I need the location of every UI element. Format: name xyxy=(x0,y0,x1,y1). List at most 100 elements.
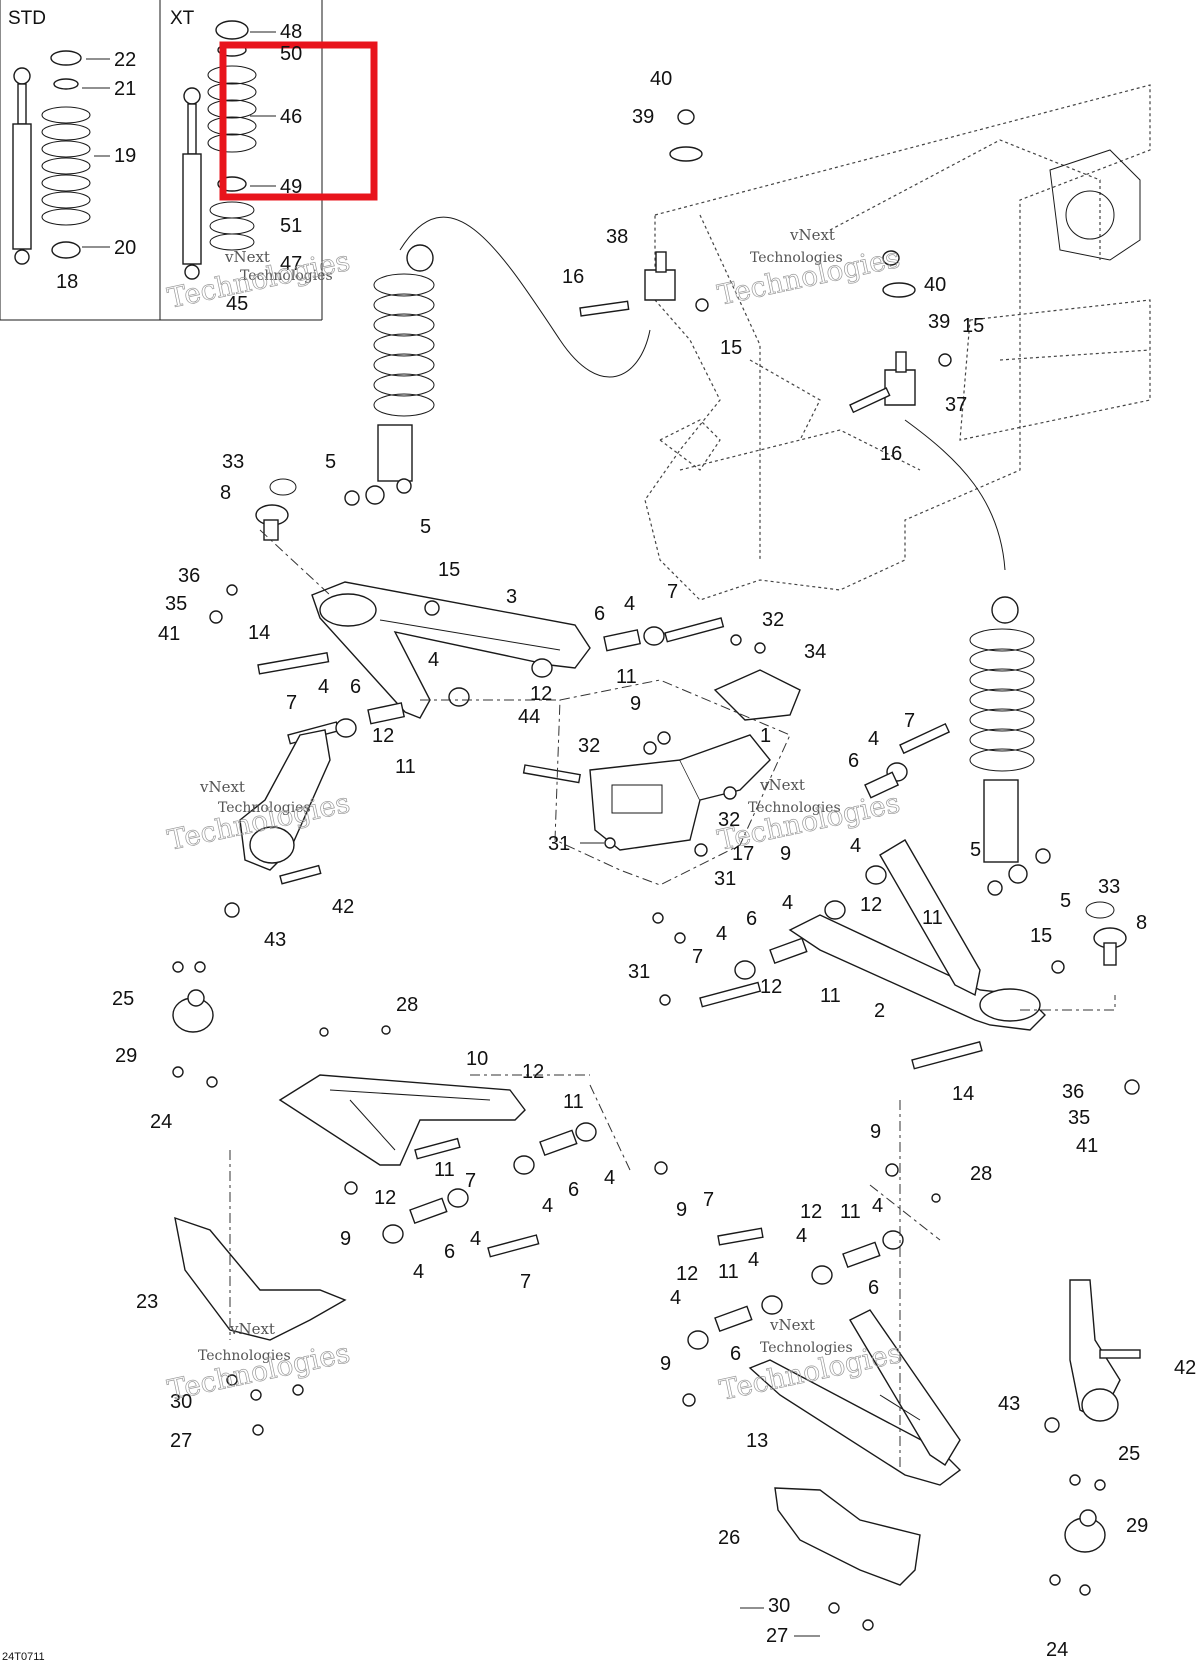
callout-11-b: 11 xyxy=(395,756,416,778)
callout-40-top: 40 xyxy=(650,68,672,90)
right-shock-absorber xyxy=(969,596,1035,884)
bushing-5-right-a xyxy=(987,880,1003,896)
svg-text:vNext: vNext xyxy=(769,1316,815,1334)
callout-24-left: 24 xyxy=(150,1111,172,1133)
callout-33-left: 33 xyxy=(222,451,244,473)
bushing-5-right-b xyxy=(1035,848,1051,864)
callout-16-right: 16 xyxy=(880,443,902,465)
callout-9-b: 9 xyxy=(780,843,791,865)
washer-39-top xyxy=(669,146,703,162)
guide-lines xyxy=(229,529,1116,1470)
callout-29-right: 29 xyxy=(1126,1515,1148,1537)
callout-12-b: 12 xyxy=(372,725,394,747)
svg-text:Technologies: Technologies xyxy=(198,1348,291,1364)
xt-spring xyxy=(207,20,257,251)
callout-37: 37 xyxy=(945,394,967,416)
callout-28-right: 28 xyxy=(970,1163,992,1185)
callout-labels: 22 21 19 20 18 48 50 46 49 51 47 45 40 3… xyxy=(56,21,1196,1661)
drawing-code: 24T0711 xyxy=(2,1651,45,1663)
callout-19: 19 xyxy=(114,145,136,167)
circlip-33-left xyxy=(269,478,297,496)
svg-text:Technologies: Technologies xyxy=(760,1340,853,1356)
sleeve-6-c xyxy=(864,771,900,799)
callout-5-right-b: 5 xyxy=(1060,890,1071,912)
skid-plate-23 xyxy=(174,1216,347,1341)
callout-17: 17 xyxy=(732,843,754,865)
callout-47: 47 xyxy=(280,253,302,275)
arrow-curve-left xyxy=(399,216,651,378)
callout-27-right: 27 xyxy=(766,1625,788,1647)
leader-lines xyxy=(82,31,820,1637)
vehicle-frame xyxy=(644,84,1151,601)
callout-5-right-a: 5 xyxy=(970,839,981,861)
callout-43-left: 43 xyxy=(264,929,286,951)
callout-22: 22 xyxy=(114,49,136,71)
bolt-7-right-mid xyxy=(699,981,762,1008)
bolt-7-lower-b xyxy=(414,1137,461,1160)
skid-plate-34 xyxy=(713,669,801,721)
callout-48: 48 xyxy=(280,21,302,43)
callout-26: 26 xyxy=(718,1527,740,1549)
callout-5-left-a: 5 xyxy=(325,451,336,473)
callout-18: 18 xyxy=(56,271,78,293)
center-outline xyxy=(554,679,791,886)
callout-30-right: 30 xyxy=(768,1595,790,1617)
callout-36-right: 36 xyxy=(1062,1081,1084,1103)
callout-7-f: 7 xyxy=(520,1271,531,1293)
callout-9-f: 9 xyxy=(660,1353,671,1375)
callout-6-d: 6 xyxy=(746,908,757,930)
svg-text:Technologies: Technologies xyxy=(748,800,841,816)
callout-50: 50 xyxy=(280,43,302,65)
lower-a-arm-13 xyxy=(748,1309,962,1486)
callout-6-f: 6 xyxy=(444,1241,455,1263)
callout-35-left: 35 xyxy=(165,593,187,615)
callout-6-c: 6 xyxy=(848,750,859,772)
bolt-14-right xyxy=(911,1041,983,1070)
callout-42-left: 42 xyxy=(332,896,354,918)
ball-joint-29-left xyxy=(172,989,214,1033)
circlip-33-right xyxy=(1085,901,1115,919)
bracket-37 xyxy=(884,351,916,406)
arrow-curve-right xyxy=(904,419,1006,571)
callout-11-a: 11 xyxy=(616,666,637,688)
bracket-38 xyxy=(644,251,676,301)
callout-15-top: 15 xyxy=(720,337,742,359)
svg-text:vNext: vNext xyxy=(789,226,835,244)
upper-a-arm-3 xyxy=(311,581,591,719)
callout-39-right: 39 xyxy=(928,311,950,333)
callout-4-a: 4 xyxy=(624,593,635,615)
svg-text:vNext: vNext xyxy=(759,776,805,794)
callout-8-right: 8 xyxy=(1136,912,1147,934)
skid-plate-26 xyxy=(774,1487,921,1586)
callout-4-m: 4 xyxy=(796,1225,807,1247)
callout-27-left: 27 xyxy=(170,1430,192,1452)
callout-6-a: 6 xyxy=(594,603,605,625)
callout-45: 45 xyxy=(226,293,248,315)
callout-12-a: 12 xyxy=(530,683,552,705)
callout-11-d: 11 xyxy=(820,985,841,1007)
callout-7-e: 7 xyxy=(465,1170,476,1192)
callout-41-right: 41 xyxy=(1076,1135,1098,1157)
svg-text:Technologies: Technologies xyxy=(715,786,903,857)
callout-28-left: 28 xyxy=(396,994,418,1016)
sleeve-6-b xyxy=(367,702,405,725)
lower-a-arm-10 xyxy=(278,1074,526,1166)
callout-41-left: 41 xyxy=(158,623,180,645)
callout-10: 10 xyxy=(466,1048,488,1070)
xt-shock-absorber xyxy=(182,87,202,280)
svg-text:Technologies: Technologies xyxy=(218,800,311,816)
callout-15-right: 15 xyxy=(962,315,984,337)
callout-31-a: 31 xyxy=(548,833,570,855)
callout-4-k: 4 xyxy=(413,1261,424,1283)
callout-12-g: 12 xyxy=(800,1201,822,1223)
callout-12-f: 12 xyxy=(374,1187,396,1209)
std-spring xyxy=(41,50,91,259)
callout-12-c: 12 xyxy=(860,894,882,916)
callout-46: 46 xyxy=(280,106,302,128)
inset-xt-title: XT xyxy=(170,8,195,29)
bushing-4-e xyxy=(865,865,887,885)
sleeve-6-f xyxy=(539,1129,578,1157)
bushing-4-g xyxy=(734,960,756,980)
sleeve-6-h xyxy=(842,1241,881,1269)
